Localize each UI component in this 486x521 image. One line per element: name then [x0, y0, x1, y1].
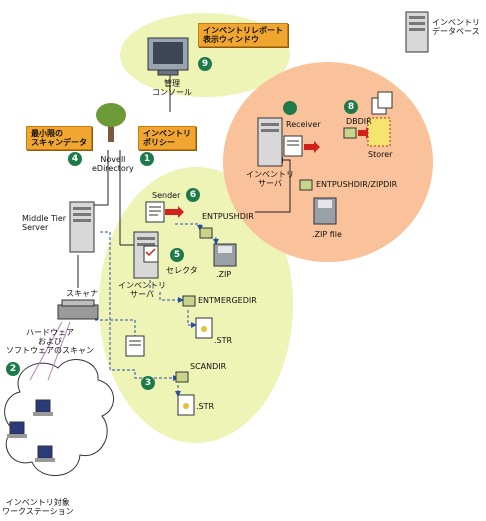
step-badge-5: 5	[170, 248, 184, 262]
sender-to-receiver	[255, 157, 291, 213]
workstation-icon-1	[33, 399, 53, 416]
workstation-icon-2	[7, 421, 27, 438]
zip-disk-icon	[213, 243, 237, 267]
scanner-label: スキャナ	[66, 289, 98, 298]
scandir-folder-icon	[175, 371, 189, 383]
entmergedir-folder-icon	[182, 295, 196, 307]
scanner-cone-right	[47, 321, 71, 381]
receiver-red-arrow	[304, 141, 320, 153]
minimal-scan-data-tag: 最小限の スキャンデータ	[26, 126, 92, 150]
zip-file-disk-icon	[313, 197, 337, 225]
workstation-cloud	[4, 359, 114, 476]
step-badge-2: 2	[6, 362, 20, 376]
scanner-to-scandir-flow	[95, 319, 136, 342]
entpushdir-folder-icon	[199, 227, 213, 239]
str-document-1-icon	[195, 317, 213, 339]
scandir-document-icon	[125, 335, 145, 357]
inventory-server-right-label: インベントリ サーバ	[246, 170, 294, 188]
edirectory-tree-icon	[96, 103, 126, 142]
sender-document-icon	[145, 201, 165, 223]
entmergedir-to-str-flow	[187, 310, 197, 328]
inventory-workstations-label: インベントリ対象 ワークステーション	[2, 498, 74, 516]
inventory-policy-tag: インベントリ ポリシー	[138, 126, 196, 150]
middle-tier-server-label: Middle Tier Server	[22, 214, 67, 232]
entpushdir-label: ENTPUSHDIR	[202, 212, 254, 221]
entpushdir-zipdir-label: ENTPUSHDIR/ZIPDIR	[316, 180, 398, 189]
storer-label: Storer	[368, 150, 393, 159]
step-badge-9: 9	[198, 57, 212, 71]
scandir-label: SCANDIR	[190, 362, 227, 371]
selector-label: セレクタ	[166, 266, 198, 275]
step-badge-4: 4	[68, 152, 82, 166]
receiver-document-icon	[283, 135, 303, 157]
zip-label: .ZIP	[216, 270, 232, 279]
step-badge-1: 1	[140, 152, 154, 166]
dbdir-label: DBDIR	[346, 117, 372, 126]
step-badge-8: 8	[344, 100, 358, 114]
str-document-2-icon	[177, 394, 195, 416]
entmergedir-label: ENTMERGEDIR	[198, 296, 257, 305]
dbdir-folder-icon	[343, 127, 357, 139]
step-badge-3: 3	[141, 376, 155, 390]
zip-file-label: .ZIP file	[312, 230, 342, 239]
selector-document-icon	[143, 245, 159, 263]
receiver-label: Receiver	[286, 120, 321, 129]
scanner-icon	[57, 299, 99, 320]
inventory-server-left-label: インベントリ サーバ	[118, 281, 166, 299]
storer-icon	[367, 91, 393, 147]
inventory-server-right-icon	[257, 117, 283, 167]
management-console-label: 管理 コンソール	[152, 79, 192, 97]
novell-edirectory-label: Novell eDirectory	[92, 155, 134, 173]
workstation-icon-3	[35, 445, 55, 462]
sender-red-arrow	[165, 206, 184, 218]
middle-tier-server-icon	[69, 201, 95, 253]
inventory-database-server-icon	[405, 11, 429, 53]
sender-label: Sender	[152, 191, 181, 200]
scanner-cone-left	[29, 321, 63, 381]
selector-to-entmergedir-flow	[159, 292, 184, 303]
step-badge-6: 6	[186, 188, 200, 202]
inventory-database-label: インベントリ データベース	[432, 18, 480, 36]
receiver-status-indicator	[283, 101, 297, 115]
entpushdir-zipdir-folder-icon	[299, 179, 313, 191]
str-label-1: .STR	[214, 336, 233, 345]
str-label-2: .STR	[196, 402, 215, 411]
middle-tier-flow	[100, 231, 179, 381]
hw-sw-scan-label: ハードウェア および ソフトウェアのスキャン	[6, 328, 94, 355]
inventory-report-window-tag: インベントリレポート 表示ウィンドウ	[198, 23, 288, 47]
console-monitor-icon	[147, 37, 189, 76]
sender-to-entpushdir-flow	[175, 223, 203, 231]
